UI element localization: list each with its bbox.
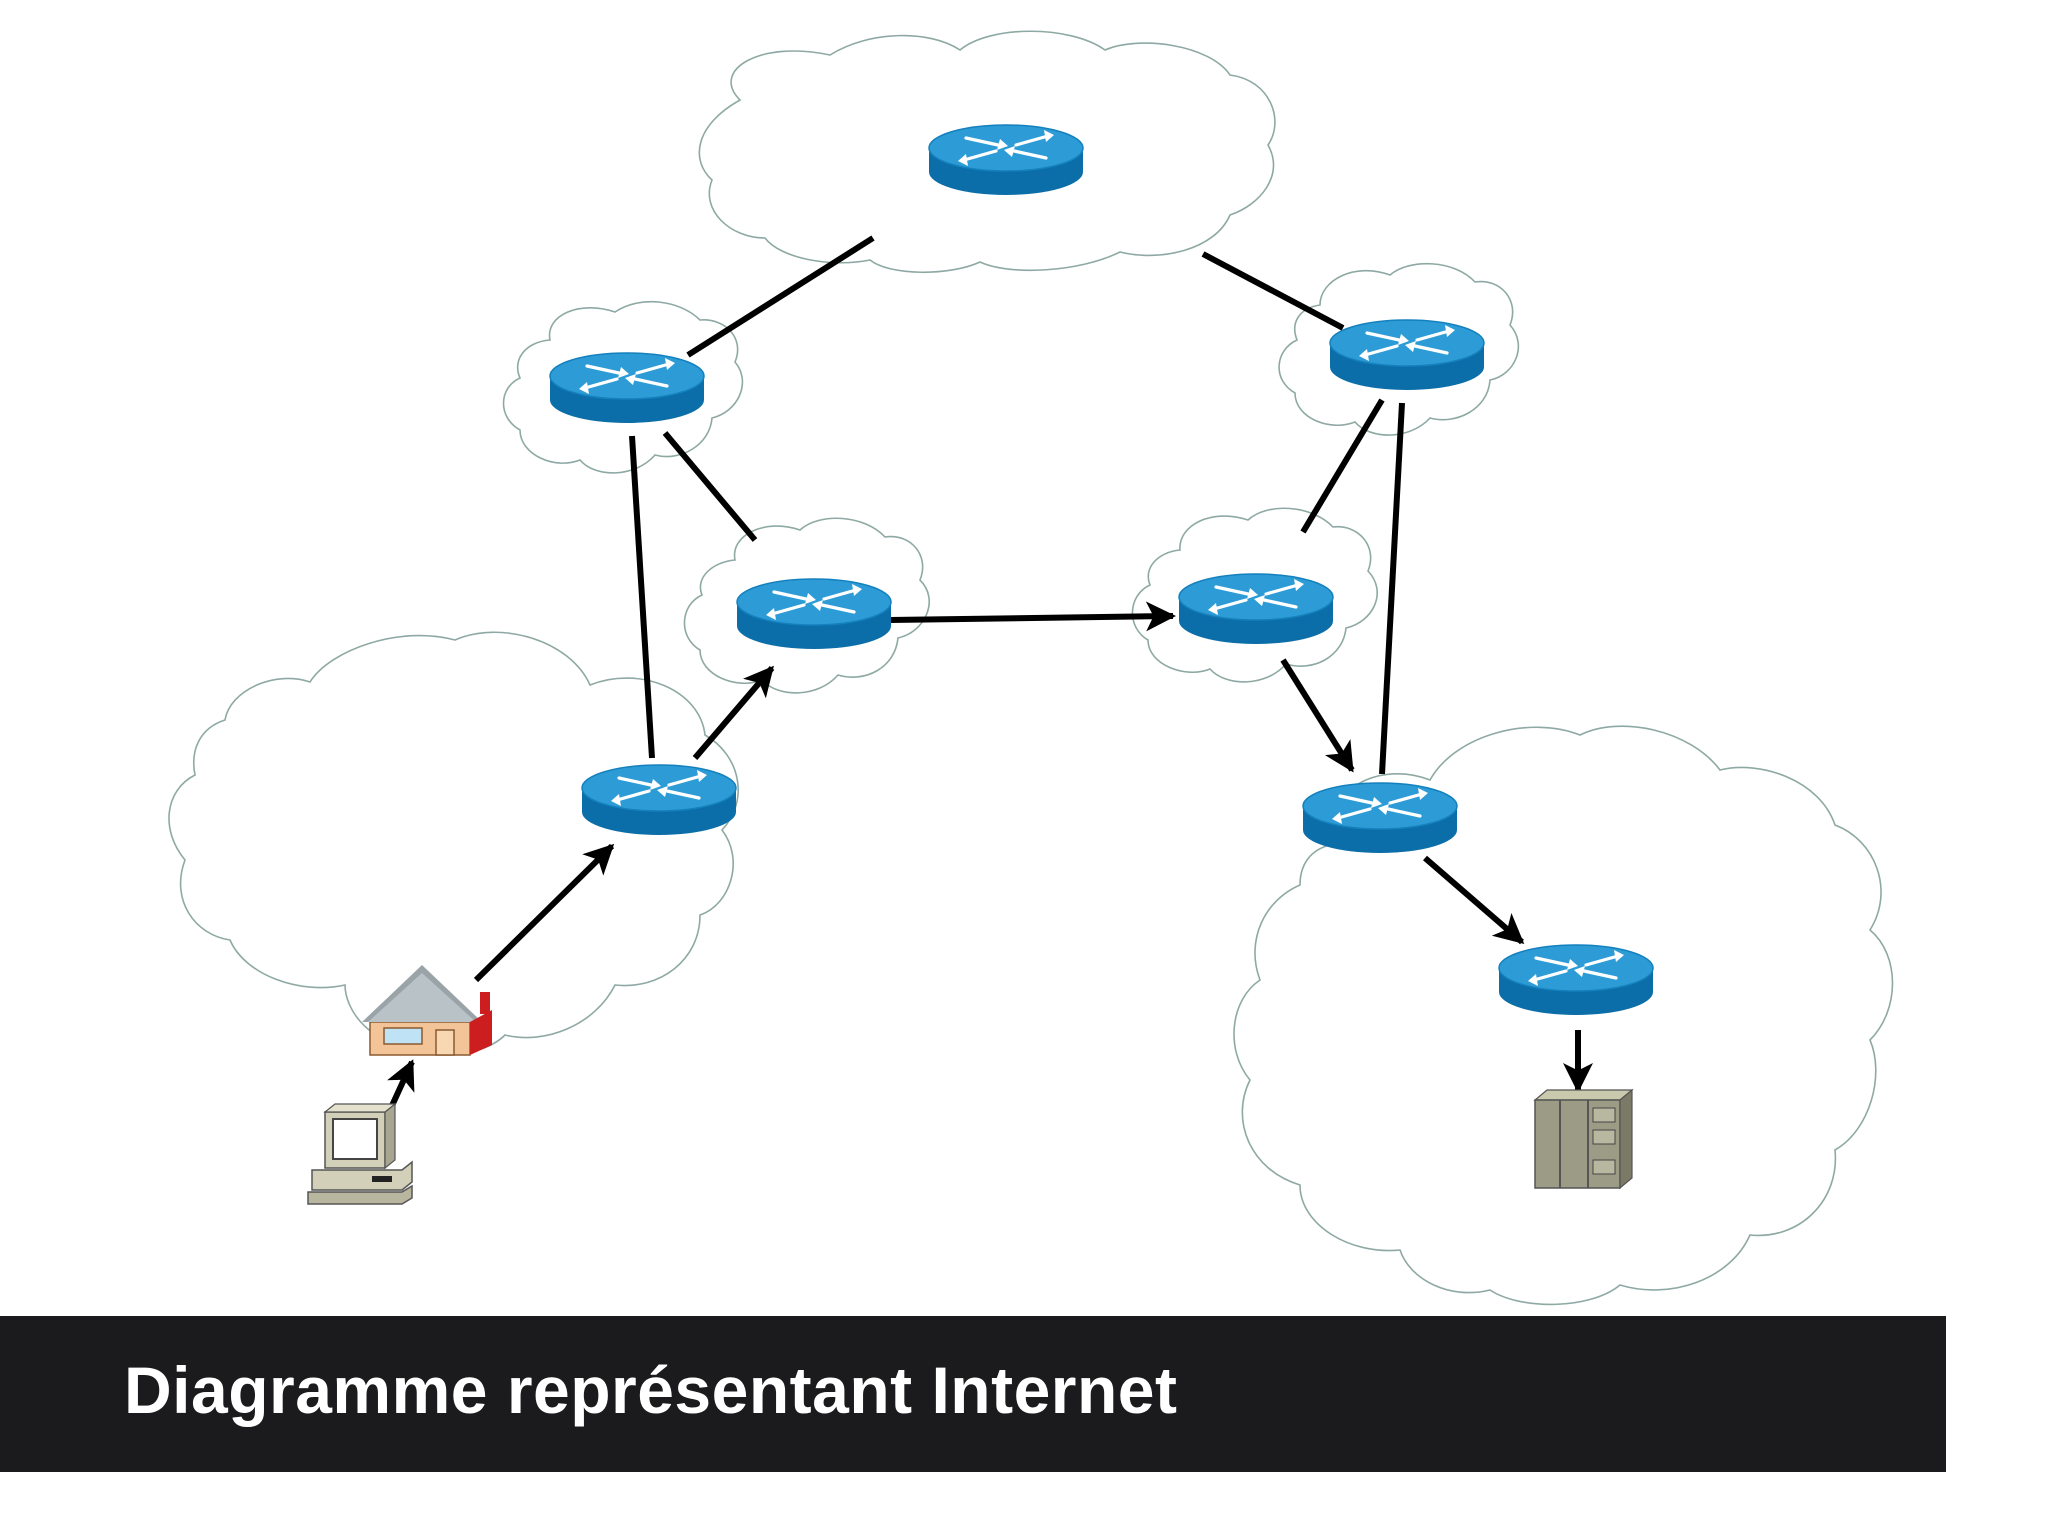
arrow-lowerleft-to-midleft (692, 665, 775, 760)
cloud-upper-left (502, 300, 744, 474)
arrows (387, 601, 1593, 1112)
router-icon (1301, 781, 1459, 855)
arrow-computer-to-house (387, 1059, 415, 1112)
arrow-midright-to-lowerright (1280, 658, 1355, 773)
router-icon (580, 763, 738, 837)
router-icon (1177, 572, 1335, 646)
cloud-lower-left (168, 631, 739, 1056)
link-upperleft-to-lowerleft (629, 435, 655, 759)
link-upperleft-to-midleft (662, 431, 758, 542)
server-icon (1533, 1088, 1634, 1190)
link-top-to-upperright (1201, 251, 1345, 331)
diagram-caption: Diagramme représentant Internet (124, 1353, 1178, 1427)
arrow-lowerright-to-bottomright (1423, 855, 1525, 945)
cloud-mid-right (1131, 507, 1378, 683)
arrow-midleft-to-midright (889, 601, 1176, 632)
cloud-upper-right (1278, 262, 1520, 436)
router-icon (1328, 318, 1486, 392)
cloud-mid-left (683, 517, 930, 694)
house-icon (362, 965, 492, 1056)
link-top-to-upperleft (686, 235, 875, 358)
links (629, 235, 1405, 775)
link-upperright-to-lowerright (1379, 402, 1405, 775)
computer-icon (307, 1102, 413, 1205)
router-icon (548, 351, 706, 425)
router-icon (927, 123, 1085, 197)
router-icon (735, 577, 893, 651)
clouds (168, 30, 1894, 1306)
arrow-house-to-router (473, 843, 615, 983)
caption-bar (0, 1316, 1946, 1472)
link-upperright-to-midright (1300, 398, 1385, 534)
cloud-top (698, 30, 1276, 274)
router-icon (1497, 943, 1655, 1017)
cloud-lower-right (1233, 725, 1894, 1306)
